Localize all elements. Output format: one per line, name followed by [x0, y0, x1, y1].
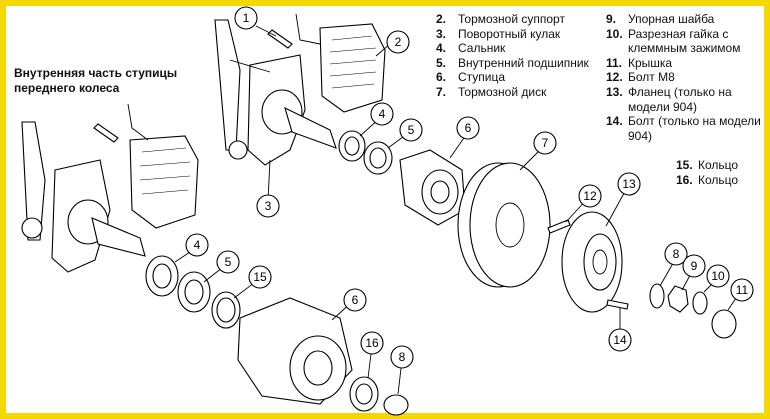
- hub-cap: [711, 309, 737, 339]
- flange-bolt: [606, 299, 629, 310]
- svg-text:10: 10: [711, 269, 725, 283]
- brake-caliper-lower: [127, 103, 199, 229]
- svg-text:5: 5: [225, 255, 232, 269]
- legend-item: 9.Упорная шайба: [606, 12, 715, 26]
- legend-item: 16.Кольцо: [676, 172, 739, 187]
- legend-item: 3.Поворотный кулак: [436, 26, 561, 41]
- legend-item: 13.Фланец (только на модели 904): [606, 84, 732, 114]
- callout-16: 16: [360, 331, 384, 355]
- legend-item: 5.Внутренний подшипник: [436, 55, 589, 70]
- legend-item: 4.Сальник: [436, 41, 506, 56]
- svg-text:11: 11: [736, 283, 749, 297]
- svg-text:4: 4: [194, 238, 201, 252]
- legend-item: 14.Болт (только на модели 904): [606, 114, 761, 143]
- svg-text:9: 9: [691, 259, 698, 273]
- callout-8: 8: [664, 242, 688, 266]
- svg-text:12: 12: [583, 189, 597, 203]
- svg-text:6: 6: [465, 121, 472, 135]
- legend-item: 10.Разрезная гайка с клеммным зажимом: [606, 26, 741, 56]
- svg-text:13: 13: [622, 177, 636, 191]
- svg-text:2: 2: [395, 35, 402, 49]
- callout-6-lower: 6: [343, 288, 367, 312]
- washer-lower: [383, 394, 409, 416]
- callout-4: 4: [370, 102, 394, 126]
- callout-4-lower: 4: [185, 233, 209, 257]
- callout-2: 2: [386, 30, 410, 54]
- callout-7: 7: [533, 131, 557, 155]
- clamp-nut: [692, 291, 708, 315]
- callout-8-lower: 8: [390, 345, 414, 369]
- ring-16: [349, 376, 379, 412]
- callout-12: 12: [578, 184, 602, 208]
- thrust-washer: [649, 283, 665, 309]
- brake-disc: [457, 162, 551, 288]
- flange: [561, 211, 623, 313]
- svg-text:3: 3: [265, 199, 272, 213]
- svg-text:16: 16: [365, 336, 379, 350]
- bolt-lower: [93, 123, 119, 143]
- ring-lower: [211, 291, 241, 329]
- legend-column-2: 9.Упорная шайба 10.Разрезная гайка с кле…: [606, 12, 761, 143]
- hub-lower: [237, 297, 353, 405]
- legend-column-1: 2.Тормозной суппорт 3.Поворотный кулак 4…: [436, 12, 589, 100]
- callout-5: 5: [399, 118, 423, 142]
- legend-item: 6.Ступица: [436, 70, 506, 85]
- legend-item: 2.Тормозной суппорт: [436, 12, 565, 26]
- svg-text:8: 8: [399, 350, 406, 364]
- bolt-upper: [267, 29, 293, 49]
- callout-15: 15: [248, 265, 272, 289]
- callout-13: 13: [617, 172, 641, 196]
- legend-column-3: 15.Кольцо 16.Кольцо: [676, 158, 738, 187]
- callout-11: 11: [730, 278, 754, 302]
- diagram-title: Внутренняя часть ступицы переднего колес…: [14, 66, 178, 95]
- callout-14: 14: [608, 328, 632, 352]
- legend-item: 12.Болт М8: [606, 70, 675, 85]
- callout-6: 6: [456, 116, 480, 140]
- svg-text:1: 1: [243, 11, 250, 25]
- bearing-lower: [177, 271, 211, 313]
- legend-item: 15.Кольцо: [676, 158, 739, 172]
- svg-text:6: 6: [352, 293, 359, 307]
- callout-10: 10: [706, 264, 730, 288]
- callout-5-lower: 5: [216, 250, 240, 274]
- seal-upper: [338, 130, 366, 162]
- split-nut: [667, 285, 689, 313]
- svg-text:5: 5: [408, 123, 415, 137]
- svg-text:4: 4: [379, 107, 386, 121]
- callout-3: 3: [256, 194, 280, 218]
- legend-item: 11.Крышка: [606, 55, 673, 70]
- legend-item: 7.Тормозной диск: [436, 84, 547, 99]
- callout-1: 1: [234, 6, 258, 30]
- svg-text:7: 7: [542, 136, 549, 150]
- brake-caliper-upper: [295, 13, 386, 113]
- svg-text:15: 15: [253, 270, 267, 284]
- steering-knuckle-upper: [214, 19, 337, 166]
- hub-upper: [399, 149, 466, 226]
- seal-lower: [145, 255, 179, 297]
- bolt-m8: [547, 219, 571, 234]
- svg-text:14: 14: [613, 333, 627, 347]
- bearing-upper: [363, 141, 393, 175]
- steering-knuckle-lower: [21, 121, 146, 273]
- svg-text:8: 8: [673, 247, 680, 261]
- callout-9: 9: [682, 254, 706, 278]
